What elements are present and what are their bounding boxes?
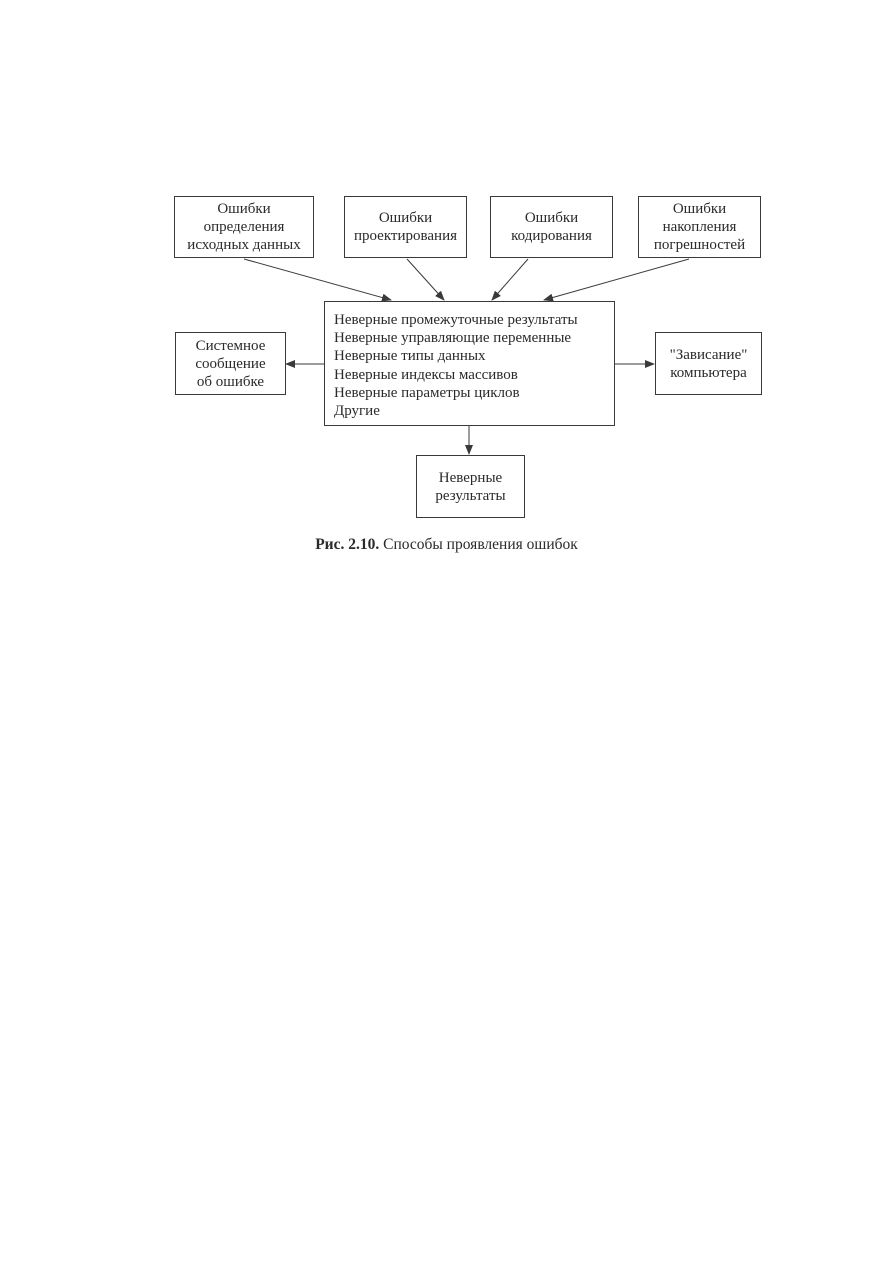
- source-2-line-1: Ошибки: [378, 210, 433, 226]
- source-2-line-2: проектирования: [353, 228, 458, 244]
- source-3-line-2: кодирования: [511, 228, 592, 244]
- output-box-computer-hang: "Зависание" компьютера: [655, 332, 762, 395]
- error-manifestation-diagram: Ошибки определения исходных данных Ошибк…: [0, 0, 893, 620]
- center-line-4: Неверные индексы массивов: [334, 366, 518, 383]
- source-box-coding-errors: Ошибки кодирования: [490, 196, 613, 258]
- source-box-design-errors: Ошибки проектирования: [344, 196, 467, 258]
- center-line-3: Неверные типы данных: [334, 348, 486, 365]
- figure-caption: Рис. 2.10. Способы проявления ошибок: [0, 536, 893, 554]
- output-bottom-line-1: Неверные: [438, 469, 503, 486]
- center-line-5: Неверные параметры циклов: [334, 384, 520, 401]
- source-box-input-data-errors: Ошибки определения исходных данных: [174, 196, 314, 258]
- output-left-line-1: Системное: [195, 337, 266, 354]
- output-box-wrong-results: Неверные результаты: [416, 455, 525, 518]
- center-box-symptoms: Неверные промежуточные результаты Неверн…: [324, 301, 615, 426]
- arrow-source-3-to-center: [491, 258, 529, 301]
- source-1-line-1: Ошибки: [217, 201, 271, 217]
- source-1-line-3: исходных данных: [187, 237, 301, 253]
- center-line-1: Неверные промежуточные результаты: [334, 312, 578, 328]
- output-right-line-1: "Зависание": [669, 346, 748, 363]
- arrow-source-2-to-center: [406, 258, 445, 301]
- connector-layer: [243, 258, 690, 455]
- output-left-line-2: сообщение: [195, 355, 266, 372]
- source-4-line-3: погрешностей: [653, 237, 746, 253]
- output-bottom-line-2: результаты: [435, 487, 506, 504]
- source-4-line-2: накопления: [662, 219, 737, 235]
- output-left-line-3: об ошибке: [196, 373, 265, 390]
- figure-caption-text: Способы проявления ошибок: [379, 536, 578, 553]
- source-1-line-2: определения: [203, 219, 285, 235]
- center-line-6: Другие: [334, 403, 380, 420]
- source-3-line-1: Ошибки: [524, 210, 579, 226]
- output-box-system-message: Системное сообщение об ошибке: [175, 332, 286, 395]
- figure-number: Рис. 2.10.: [315, 536, 380, 553]
- arrow-source-4-to-center: [543, 258, 690, 302]
- arrow-source-1-to-center: [243, 258, 392, 302]
- source-4-line-1: Ошибки: [672, 201, 727, 217]
- source-box-accumulated-errors: Ошибки накопления погрешностей: [638, 196, 761, 258]
- output-right-line-2: компьютера: [670, 364, 747, 381]
- center-line-2: Неверные управляющие переменные: [334, 330, 572, 347]
